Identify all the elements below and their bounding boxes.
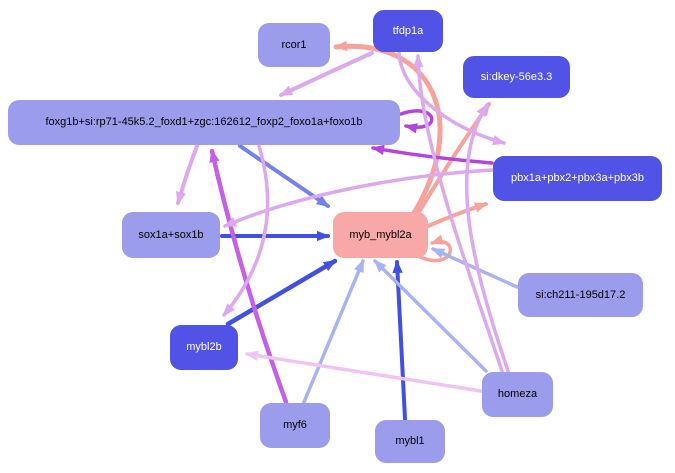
edge-foxg1b-mybl2b [222,144,270,317]
node-si_dkey[interactable]: si:dkey-56e3.3 [463,56,570,98]
node-label: mybl2b [186,341,222,354]
node-label: myb_mybl2a [349,228,412,241]
node-pbx[interactable]: pbx1a+pbx2+pbx3a+pbx3b [493,156,662,201]
node-tfdp1a[interactable]: tfdp1a [373,10,443,52]
node-label: si:dkey-56e3.3 [480,70,553,83]
edge-foxg1b-foxg1b [399,109,434,134]
edge-tfdp1a-pbx [397,51,506,146]
node-label: homeza [497,388,538,401]
edge-tfdp1a-foxg1b [279,51,374,97]
node-label: mybl1 [395,435,425,448]
node-mybl2b[interactable]: mybl2b [170,325,238,370]
edge-homeza-mybl2b [245,350,483,393]
node-label: tfdp1a [392,24,424,37]
node-homeza[interactable]: homeza [482,372,553,417]
node-rcor1[interactable]: rcor1 [258,23,330,67]
node-mybl1[interactable]: mybl1 [375,420,445,463]
node-foxg1b[interactable]: foxg1b+si:rp71-45k5.2_foxd1+zgc:162612_f… [8,100,400,145]
node-label: foxg1b+si:rp71-45k5.2_foxd1+zgc:162612_f… [45,116,363,129]
edge-pbx-sox [223,168,494,228]
edge-homeza-myb_mybl2a [373,259,488,373]
edge-myf6-myb_mybl2a [302,259,365,404]
edge-myb_mybl2a-myb_mybl2a [418,234,453,263]
edge-myb_mybl2a-rcor1 [333,40,443,216]
node-sox[interactable]: sox1a+sox1b [122,212,220,258]
edge-si_ch211-myb_mybl2a [431,247,519,289]
node-label: si:ch211-195d17.2 [535,288,626,301]
edge-homeza-si_dkey [464,103,510,373]
edge-mybl2b-myb_mybl2a [225,258,338,327]
edge-mybl1-myb_mybl2a [392,260,407,421]
node-si_ch211[interactable]: si:ch211-195d17.2 [518,273,643,317]
edge-myf6-foxg1b [209,148,289,405]
edge-myb_mybl2a-pbx [426,202,488,228]
node-label: myf6 [283,419,307,432]
edge-pbx-foxg1b [371,144,494,165]
edge-foxg1b-sox [176,144,199,205]
node-label: pbx1a+pbx2+pbx3a+pbx3b [510,172,645,185]
node-myb_mybl2a[interactable]: myb_mybl2a [333,212,428,258]
node-myf6[interactable]: myf6 [260,403,330,448]
edge-homeza-tfdp1a [413,54,504,373]
node-label: rcor1 [281,38,307,51]
node-label: sox1a+sox1b [138,228,204,241]
